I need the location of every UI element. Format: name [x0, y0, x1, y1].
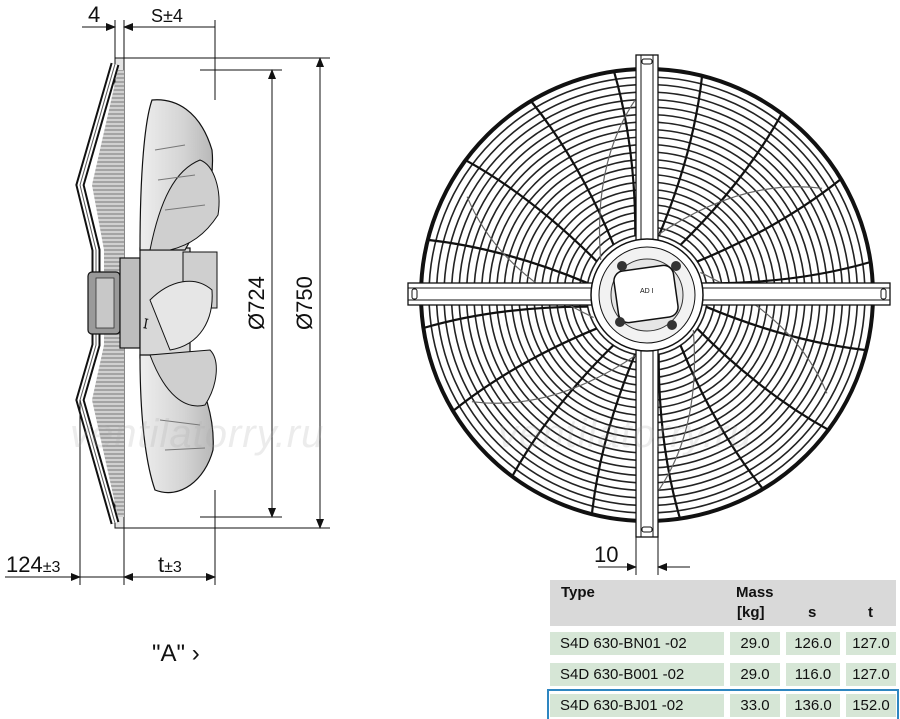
spec-table: Type Mass [kg] s t S4D 630-BN01 -02 29.0…: [547, 580, 899, 719]
dim-bracket-width: 10: [594, 542, 618, 567]
dim-depth: 124±3: [6, 552, 61, 577]
cell-type: S4D 630-BN01 -02: [550, 632, 724, 655]
cell-t: 127.0: [846, 663, 896, 686]
table-row[interactable]: S4D 630-B001 -02 29.0 116.0 127.0: [550, 661, 896, 688]
cell-mass: 29.0: [730, 632, 780, 655]
cell-mass: 33.0: [730, 694, 780, 717]
cell-type: S4D 630-BJ01 -02: [550, 694, 724, 717]
header-s: s: [808, 604, 817, 621]
side-view: ꟷ: [5, 20, 330, 585]
front-view: AD I: [407, 54, 891, 575]
cell-t: 127.0: [846, 632, 896, 655]
header-t: t: [868, 604, 873, 621]
header-type: Type: [561, 584, 595, 601]
dim-s: S±4: [151, 6, 183, 26]
cell-s: 126.0: [786, 632, 840, 655]
table-header: Type Mass [kg] s t: [550, 580, 896, 626]
motor-label: AD I: [640, 288, 654, 295]
cell-s: 136.0: [786, 694, 840, 717]
dim-t: t±3: [158, 552, 182, 577]
table-row-selected[interactable]: S4D 630-BJ01 -02 33.0 136.0 152.0: [547, 689, 899, 719]
dim-flange-thickness: 4: [88, 2, 100, 27]
header-mass-unit: [kg]: [737, 604, 765, 621]
table-row[interactable]: S4D 630-BN01 -02 29.0 126.0 127.0: [550, 630, 896, 657]
svg-text:ꟷ: ꟷ: [137, 317, 155, 331]
cell-s: 116.0: [786, 663, 840, 686]
watermark: ventilatorry.ru: [498, 412, 753, 456]
cell-mass: 29.0: [730, 663, 780, 686]
fan-blades: [466, 89, 828, 501]
cell-type: S4D 630-B001 -02: [550, 663, 724, 686]
header-mass: Mass: [736, 584, 774, 601]
cell-t: 152.0: [846, 694, 896, 717]
dim-outer-diameter: Ø750: [292, 276, 317, 330]
view-label: "A" ›: [152, 640, 200, 667]
dim-inner-diameter: Ø724: [244, 276, 269, 330]
watermark: ventilatorry.ru: [70, 412, 325, 456]
